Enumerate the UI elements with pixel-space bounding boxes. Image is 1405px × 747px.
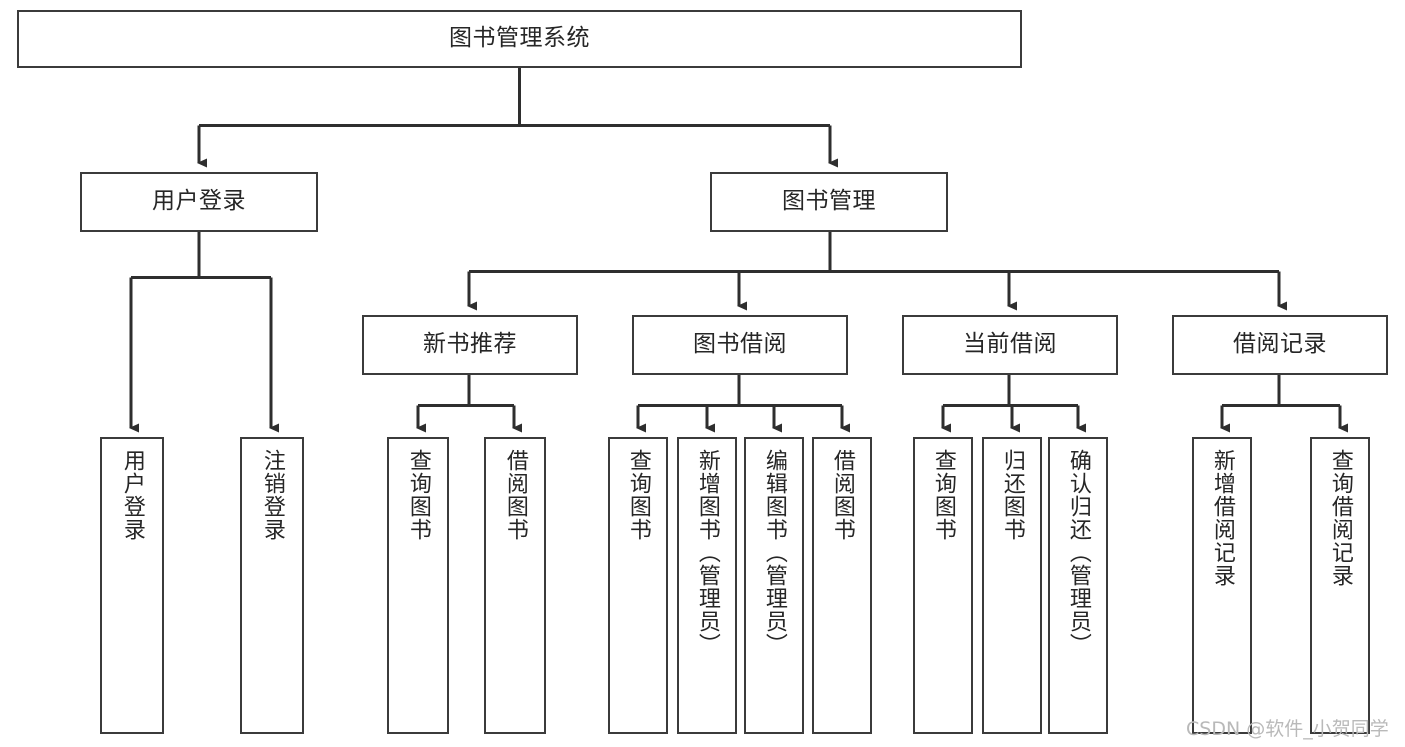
node-book-manage[interactable]: 图书管理 xyxy=(710,172,948,232)
node-new-book-recommend[interactable]: 新书推荐 xyxy=(362,315,578,375)
node-leaf-borrow-book-2[interactable]: 借阅图书 xyxy=(812,437,872,734)
node-book-borrow[interactable]: 图书借阅 xyxy=(632,315,848,375)
node-leaf-confirm-return[interactable]: 确认归还（管理员） xyxy=(1048,437,1108,734)
node-borrow-record[interactable]: 借阅记录 xyxy=(1172,315,1388,375)
csdn-watermark: CSDN @软件_小贺同学 xyxy=(1186,718,1389,740)
node-book-borrow-label: 图书借阅 xyxy=(693,331,787,358)
node-leaf-borrow-book-1-label: 借阅图书 xyxy=(502,449,528,541)
node-leaf-user-logout[interactable]: 注销登录 xyxy=(240,437,304,734)
node-leaf-add-book[interactable]: 新增图书（管理员） xyxy=(677,437,737,734)
node-leaf-borrow-book-2-label: 借阅图书 xyxy=(829,449,855,541)
node-leaf-query-book-1[interactable]: 查询图书 xyxy=(387,437,449,734)
node-leaf-confirm-return-label: 确认归还（管理员） xyxy=(1065,449,1091,656)
node-leaf-add-record-label: 新增借阅记录 xyxy=(1209,449,1235,587)
node-leaf-edit-book-label: 编辑图书（管理员） xyxy=(761,449,787,656)
node-leaf-query-record-label: 查询借阅记录 xyxy=(1327,449,1353,587)
node-leaf-edit-book[interactable]: 编辑图书（管理员） xyxy=(744,437,804,734)
node-leaf-query-book-3-label: 查询图书 xyxy=(930,449,956,541)
node-root[interactable]: 图书管理系统 xyxy=(17,10,1022,68)
node-leaf-query-book-2-label: 查询图书 xyxy=(625,449,651,541)
node-current-borrow[interactable]: 当前借阅 xyxy=(902,315,1118,375)
node-new-book-recommend-label: 新书推荐 xyxy=(423,331,517,358)
node-leaf-return-book-label: 归还图书 xyxy=(999,449,1025,541)
node-leaf-query-book-2[interactable]: 查询图书 xyxy=(608,437,668,734)
node-leaf-query-book-3[interactable]: 查询图书 xyxy=(913,437,973,734)
node-book-manage-label: 图书管理 xyxy=(782,188,876,215)
node-current-borrow-label: 当前借阅 xyxy=(963,331,1057,358)
node-borrow-record-label: 借阅记录 xyxy=(1233,331,1327,358)
node-leaf-borrow-book-1[interactable]: 借阅图书 xyxy=(484,437,546,734)
node-leaf-add-book-label: 新增图书（管理员） xyxy=(694,449,720,656)
node-leaf-query-book-1-label: 查询图书 xyxy=(405,449,431,541)
node-leaf-user-login[interactable]: 用户登录 xyxy=(100,437,164,734)
node-leaf-user-login-label: 用户登录 xyxy=(119,449,145,541)
node-leaf-user-logout-label: 注销登录 xyxy=(259,449,285,541)
node-leaf-query-record[interactable]: 查询借阅记录 xyxy=(1310,437,1370,734)
node-root-label: 图书管理系统 xyxy=(449,25,590,52)
node-leaf-add-record[interactable]: 新增借阅记录 xyxy=(1192,437,1252,734)
node-user-login-label: 用户登录 xyxy=(152,188,246,215)
node-leaf-return-book[interactable]: 归还图书 xyxy=(982,437,1042,734)
node-user-login[interactable]: 用户登录 xyxy=(80,172,318,232)
